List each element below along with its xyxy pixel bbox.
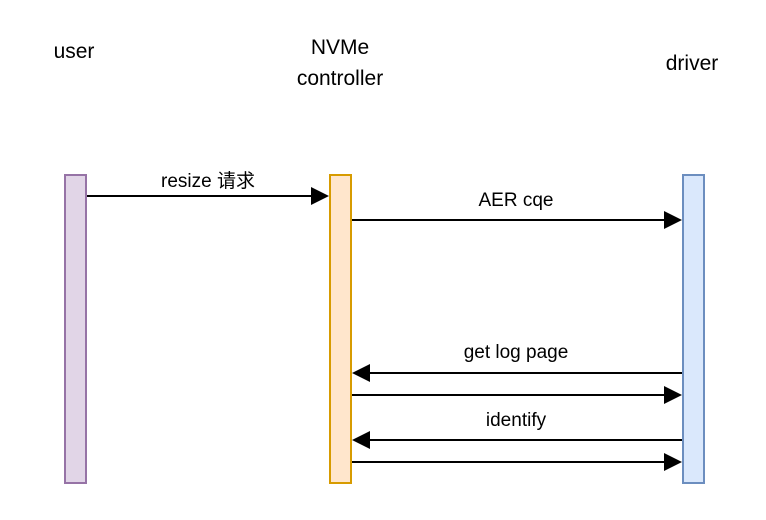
message-arrow-2 (352, 364, 682, 382)
participant-driver-label: driver (665, 52, 719, 75)
message-arrow-1 (352, 211, 682, 229)
lifeline-bar-driver (682, 174, 705, 484)
message-label-identify: identify (485, 410, 547, 431)
participant-user-label: user (53, 40, 95, 63)
arrowhead-icon (311, 187, 329, 205)
controller-label-line1: NVMe (310, 36, 370, 59)
arrowhead-icon (664, 453, 682, 471)
participant-controller-label: NVMe controller (270, 32, 410, 94)
lifeline-bar-user (64, 174, 87, 484)
message-arrow-3 (352, 386, 682, 404)
arrowhead-icon (664, 386, 682, 404)
message-arrow-0 (87, 187, 329, 205)
arrowhead-icon (352, 364, 370, 382)
message-label-get-log-page: get log page (463, 342, 569, 363)
arrowhead-icon (664, 211, 682, 229)
message-arrow-5 (352, 453, 682, 471)
controller-label-line2: controller (296, 67, 384, 90)
message-label-resize: resize 请求 (161, 171, 255, 192)
message-label-aer-cqe: AER cqe (478, 190, 554, 211)
lifeline-bar-controller (329, 174, 352, 484)
message-arrow-4 (352, 431, 682, 449)
arrowhead-icon (352, 431, 370, 449)
